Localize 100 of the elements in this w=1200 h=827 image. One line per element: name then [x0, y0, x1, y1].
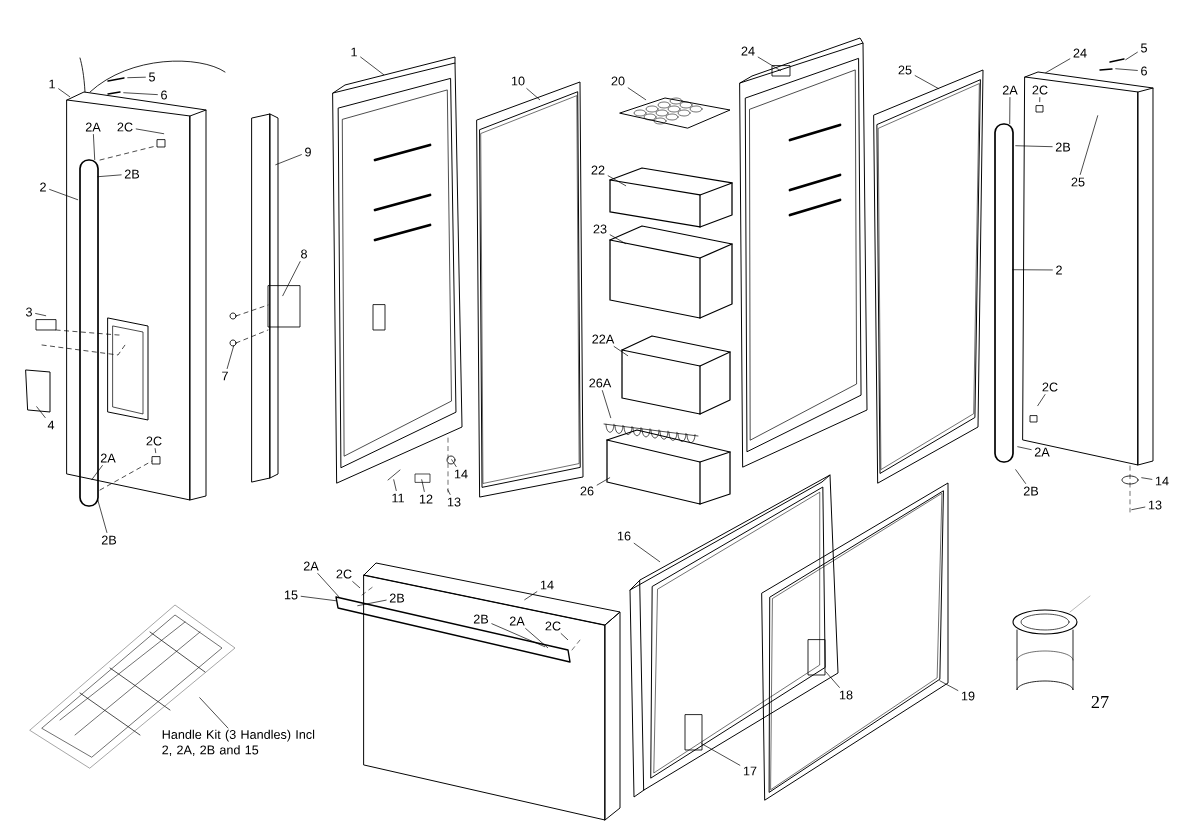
callout-number: 2	[40, 182, 46, 192]
callout-number: 12	[419, 494, 433, 504]
leader-line	[35, 313, 47, 317]
leader-line	[825, 671, 840, 688]
leader-line	[357, 599, 387, 607]
leader-line	[1015, 469, 1026, 484]
callout-number: 9	[305, 147, 311, 157]
drawer-gasket-drawing	[761, 482, 949, 801]
leader-line	[393, 479, 397, 491]
callout-number: 5	[1141, 43, 1147, 53]
drawer-frame-drawing	[629, 474, 839, 798]
leader-line	[1037, 394, 1046, 407]
callout-number: 6	[1141, 66, 1147, 76]
leader-line	[526, 88, 541, 101]
leader-line	[123, 92, 158, 95]
leader-line	[607, 175, 627, 187]
leader-line	[757, 56, 782, 72]
callout-number: 26	[580, 486, 594, 496]
callout-number: 14	[1155, 476, 1169, 486]
callout-number: 1	[49, 79, 55, 89]
leader-line	[447, 489, 451, 495]
leader-line	[127, 76, 146, 79]
callout-number: 13	[1148, 500, 1162, 510]
leader-line	[58, 88, 71, 98]
callout-number: 17	[743, 766, 757, 776]
leader-line	[1017, 446, 1032, 450]
callout-number: 22A	[592, 334, 615, 344]
leader-line	[1141, 477, 1153, 480]
leader-line	[93, 134, 96, 161]
leader-line	[1015, 145, 1053, 148]
callout-number: 19	[961, 691, 975, 701]
leader-line	[300, 595, 337, 602]
callout-number: 16	[617, 531, 631, 541]
leader-line	[939, 680, 959, 691]
leader-line	[524, 591, 538, 601]
leader-line	[627, 87, 647, 101]
bin-drawing	[609, 167, 733, 228]
callout-number: 8	[301, 249, 307, 259]
callout-number: 3	[25, 307, 32, 317]
leader-line	[596, 477, 611, 486]
leader-line	[1009, 97, 1011, 125]
callout-number: 23	[593, 224, 607, 234]
bin-drawing	[621, 335, 731, 415]
leader-line	[317, 573, 341, 599]
leader-line	[525, 628, 549, 649]
callout-number: 1	[351, 47, 357, 57]
leader-line	[97, 174, 122, 178]
rack-drawing	[603, 423, 699, 443]
callout-number: 11	[392, 493, 404, 503]
leader-line	[560, 633, 569, 641]
egg-tray-drawing	[619, 97, 731, 129]
leader-line	[199, 697, 229, 729]
leader-line	[1131, 506, 1146, 511]
callout-number: 4	[47, 420, 55, 430]
door-strip-drawing	[229, 113, 301, 483]
leader-line	[154, 448, 157, 454]
leader-line	[701, 743, 741, 766]
leader-line	[135, 128, 165, 135]
callout-number: 13	[447, 497, 461, 507]
callout-number: 2B	[1023, 486, 1039, 496]
callout-number: 25	[898, 65, 912, 75]
callout-number: 2A	[1034, 447, 1050, 457]
callout-number: 7	[222, 371, 228, 381]
kit-note: Handle Kit (3 Handles) Incl 2, 2A, 2B and 15	[162, 729, 315, 756]
drawer-front-drawing	[335, 562, 621, 821]
leader-line	[633, 542, 661, 563]
callout-number: 2A	[303, 561, 319, 571]
leader-line	[491, 623, 546, 648]
callout-number: 5	[149, 72, 155, 82]
door-liner-drawing	[739, 37, 868, 468]
callout-number: 15	[284, 590, 298, 600]
leader-line	[602, 390, 612, 419]
leader-line	[1045, 58, 1071, 74]
leader-line	[360, 56, 385, 76]
leader-line	[914, 75, 940, 90]
leader-line	[609, 234, 627, 245]
callout-number: 27	[1091, 695, 1109, 709]
callout-number: 22	[591, 165, 605, 175]
callout-number: 24	[1073, 48, 1087, 58]
leader-line	[352, 581, 361, 589]
callout-number: 10	[511, 76, 525, 86]
callout-number: 14	[540, 580, 554, 590]
leader-line	[1079, 115, 1099, 175]
leader-line	[1039, 97, 1041, 103]
callout-number: 2C	[336, 569, 352, 579]
leader-line	[226, 345, 235, 369]
leader-line	[97, 499, 108, 533]
leader-line	[421, 479, 425, 492]
leader-line	[1115, 68, 1138, 71]
leader-line	[451, 459, 457, 467]
callout-number: 24	[741, 46, 755, 56]
leader-line	[49, 189, 79, 201]
leader-line	[91, 465, 103, 481]
callout-number: 2B	[101, 535, 117, 545]
leader-line	[282, 261, 301, 297]
leader-line	[36, 406, 46, 418]
door-drawing	[25, 57, 226, 507]
leader-line	[1125, 51, 1138, 61]
callout-number: 14	[454, 469, 468, 479]
callout-number: 20	[611, 76, 625, 86]
